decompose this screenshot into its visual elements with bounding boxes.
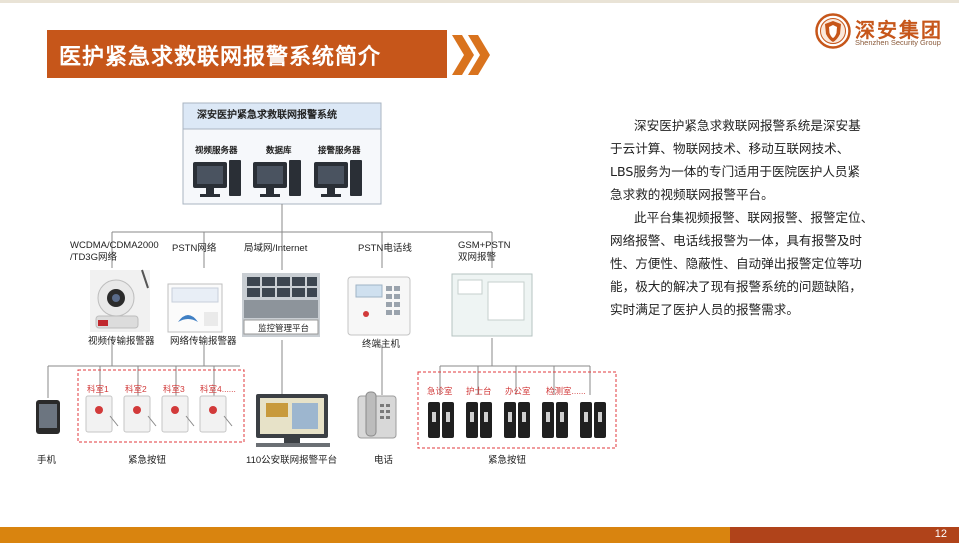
text-line: 实时满足了医护人员的报警需求。 — [610, 302, 799, 317]
text-line: 此平台集视频报警、联网报警、报警定位、 — [634, 210, 874, 225]
bottom-label: 110公安联网报警平台 — [246, 455, 338, 466]
footer-bar-accent — [730, 527, 959, 543]
network-alarm-device — [167, 283, 223, 333]
text-line: 能，极大的解决了现有报警系统的问题缺陷， — [610, 279, 862, 294]
room-label: 科室3 — [163, 384, 185, 394]
channel-label: WCDMA/CDMA2000 — [70, 240, 159, 251]
terminal-host-device — [347, 276, 411, 336]
title-bar: 医护紧急求救联网报警系统简介 — [47, 30, 447, 78]
monitor-platform-device — [242, 273, 320, 337]
server-label: 数据库 — [266, 145, 292, 155]
bottom-label: 紧急按钮 — [128, 455, 167, 466]
server-label: 接警服务器 — [318, 145, 361, 155]
text-line: 急求救的视频联网报警平台。 — [610, 187, 774, 202]
server-group — [193, 160, 362, 197]
room-label: 护士台 — [466, 386, 492, 396]
system-title: 深安医护紧急求救联网报警系统 — [197, 110, 337, 121]
channel-label: 双网报警 — [458, 252, 497, 263]
bottom-label: 紧急按钮 — [488, 455, 527, 466]
text-line: 性、方便性、隐蔽性、自动弹出报警定位等功 — [610, 256, 862, 271]
room-label: 科室2 — [125, 384, 147, 394]
police-platform-computer — [256, 394, 330, 447]
channel-label: PSTN网络 — [172, 243, 217, 254]
top-rule — [0, 0, 959, 3]
chevrons-icon — [452, 35, 490, 75]
telephone-device — [357, 391, 397, 439]
device-label: 终端主机 — [362, 339, 401, 350]
logo-en: Shenzhen Security Group — [855, 38, 941, 47]
channel-label: GSM+PSTN — [458, 240, 511, 251]
text-line: 网络报警、电话线报警为一体，具有报警及时 — [610, 233, 862, 248]
intro-paragraph-1: 深安医护紧急求救联网报警系统是深安基 于云计算、物联网技术、移动互联网技术、 L… — [610, 114, 900, 206]
text-line: 于云计算、物联网技术、移动互联网技术、 — [610, 141, 850, 156]
bottom-label: 电话 — [374, 455, 394, 466]
room-label: 科室4...... — [200, 384, 236, 394]
footer-bar — [0, 527, 730, 543]
device-label: 网络传输报警器 — [170, 336, 237, 347]
video-alarm-device — [90, 269, 150, 332]
device-label: 视频传输报警器 — [88, 336, 155, 347]
device-label: 监控管理平台 — [258, 323, 310, 333]
gsm-alarm-device — [451, 273, 533, 337]
emergency-buttons-left — [85, 395, 233, 433]
room-label: 科室1 — [87, 384, 109, 394]
emergency-buttons-right — [428, 402, 606, 438]
mobile-phone-device — [36, 400, 60, 434]
text-line: 深安医护紧急求救联网报警系统是深安基 — [634, 118, 861, 133]
shield-icon — [815, 13, 851, 49]
channel-label: 局域网/Internet — [244, 243, 308, 254]
room-label: 急诊室 — [427, 386, 453, 396]
intro-paragraph-2: 此平台集视频报警、联网报警、报警定位、 网络报警、电话线报警为一体，具有报警及时… — [610, 206, 900, 321]
server-label: 视频服务器 — [195, 145, 238, 155]
logo-name: 深安集团 — [855, 18, 943, 42]
bottom-label: 手机 — [37, 455, 57, 466]
channel-label: PSTN电话线 — [358, 243, 412, 254]
text-line: LBS服务为一体的专门适用于医院医护人员紧 — [610, 164, 861, 179]
channel-label: /TD3G网络 — [70, 252, 117, 263]
page-title: 医护紧急求救联网报警系统简介 — [59, 45, 382, 70]
page-number: 12 — [934, 528, 947, 540]
room-label: 办公室 — [505, 386, 531, 396]
room-label: 检测室...... — [546, 386, 586, 396]
company-logo: 深安集团 Shenzhen Security Group — [815, 13, 955, 49]
